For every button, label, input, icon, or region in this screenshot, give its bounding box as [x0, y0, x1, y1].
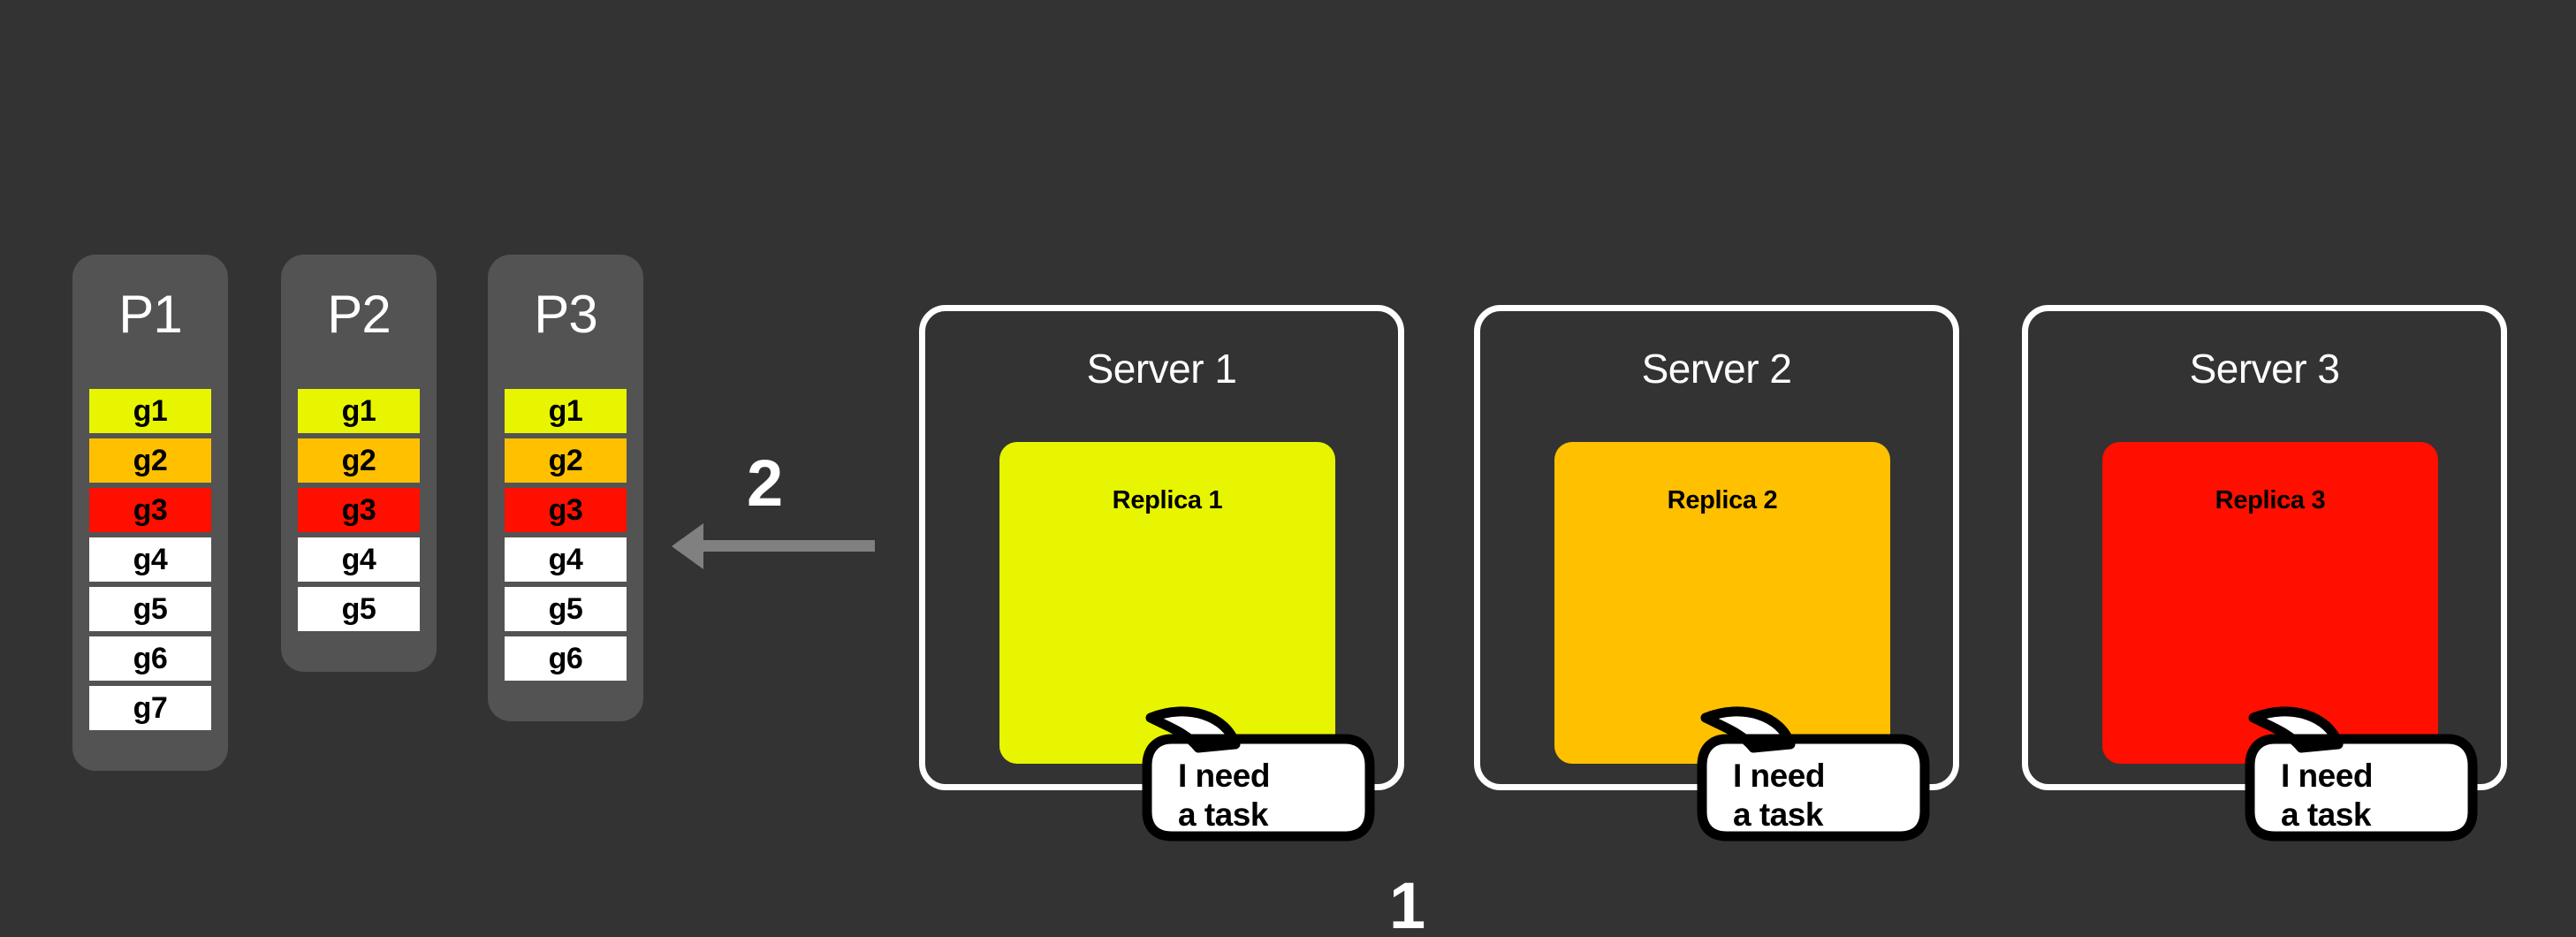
speech-bubble-shape-3	[2245, 706, 2478, 842]
partition-p3-item[interactable]: g1	[505, 389, 627, 433]
group-label: g4	[341, 542, 376, 576]
partition-p2-item[interactable]: g4	[298, 537, 420, 582]
partition-p1-item[interactable]: g6	[89, 636, 211, 681]
replica-1-label: Replica 1	[1112, 486, 1223, 514]
server-1-title: Server 1	[1086, 346, 1237, 392]
group-label: g6	[133, 641, 168, 675]
partition-p3[interactable]: P3 g1 g2 g3 g4 g5 g6	[488, 255, 643, 721]
group-label: g2	[341, 443, 376, 477]
group-label: g4	[133, 542, 168, 576]
partition-p1-item[interactable]: g1	[89, 389, 211, 433]
partition-p2-item[interactable]: g3	[298, 488, 420, 532]
group-label: g3	[548, 492, 583, 527]
server-3-title: Server 3	[2189, 346, 2340, 392]
partition-p2-items: g1 g2 g3 g4 g5	[298, 389, 420, 636]
group-label: g5	[133, 591, 168, 626]
partition-p3-item[interactable]: g2	[505, 438, 627, 483]
speech-bubble-2-line1: I need	[1733, 758, 1825, 794]
partition-p3-item[interactable]: g5	[505, 587, 627, 631]
group-label: g2	[548, 443, 583, 477]
group-label: g6	[548, 641, 583, 675]
speech-bubble-shape-1	[1142, 706, 1375, 842]
partition-p3-items: g1 g2 g3 g4 g5 g6	[505, 389, 627, 686]
speech-bubble-1-line2: a task	[1178, 796, 1268, 833]
speech-bubble-2-line2: a task	[1733, 796, 1823, 833]
group-label: g2	[133, 443, 168, 477]
partition-p1-item[interactable]: g4	[89, 537, 211, 582]
partition-p2-item[interactable]: g5	[298, 587, 420, 631]
group-label: g5	[341, 591, 376, 626]
replica-3-label: Replica 3	[2215, 486, 2326, 514]
group-label: g7	[133, 690, 168, 725]
arrow-to-partitions	[672, 523, 875, 569]
partition-p2[interactable]: P2 g1 g2 g3 g4 g5	[281, 255, 437, 672]
group-label: g1	[548, 393, 583, 428]
arrow-head-icon	[672, 523, 703, 569]
partition-p2-item[interactable]: g2	[298, 438, 420, 483]
speech-bubble-3-line1: I need	[2281, 758, 2373, 794]
group-label: g1	[341, 393, 376, 428]
partition-p1-item[interactable]: g2	[89, 438, 211, 483]
partition-p3-item[interactable]: g4	[505, 537, 627, 582]
group-label: g3	[341, 492, 376, 527]
partition-p1-items: g1 g2 g3 g4 g5 g6 g7	[89, 389, 211, 735]
partition-p1-item[interactable]: g5	[89, 587, 211, 631]
group-label: g1	[133, 393, 168, 428]
group-label: g3	[133, 492, 168, 527]
arrow-shaft	[702, 540, 875, 552]
partition-p1-item[interactable]: g3	[89, 488, 211, 532]
partition-p3-item[interactable]: g6	[505, 636, 627, 681]
speech-bubble-3-line2: a task	[2281, 796, 2371, 833]
partition-p2-title: P2	[327, 285, 391, 344]
partition-p3-item[interactable]: g3	[505, 488, 627, 532]
server-2-title: Server 2	[1641, 346, 1792, 392]
partition-p2-item[interactable]: g1	[298, 389, 420, 433]
group-label: g4	[548, 542, 583, 576]
speech-bubble-1-line1: I need	[1178, 758, 1270, 794]
step-2-label: 2	[747, 446, 784, 520]
partition-p3-title: P3	[534, 285, 597, 344]
partition-p1-item[interactable]: g7	[89, 686, 211, 730]
speech-bubble-shape-2	[1697, 706, 1930, 842]
partition-p1-title: P1	[118, 285, 182, 344]
partition-p1[interactable]: P1 g1 g2 g3 g4 g5 g6 g7	[72, 255, 228, 771]
replica-2-label: Replica 2	[1667, 486, 1778, 514]
step-1-label: 1	[1389, 869, 1426, 937]
group-label: g5	[548, 591, 583, 626]
